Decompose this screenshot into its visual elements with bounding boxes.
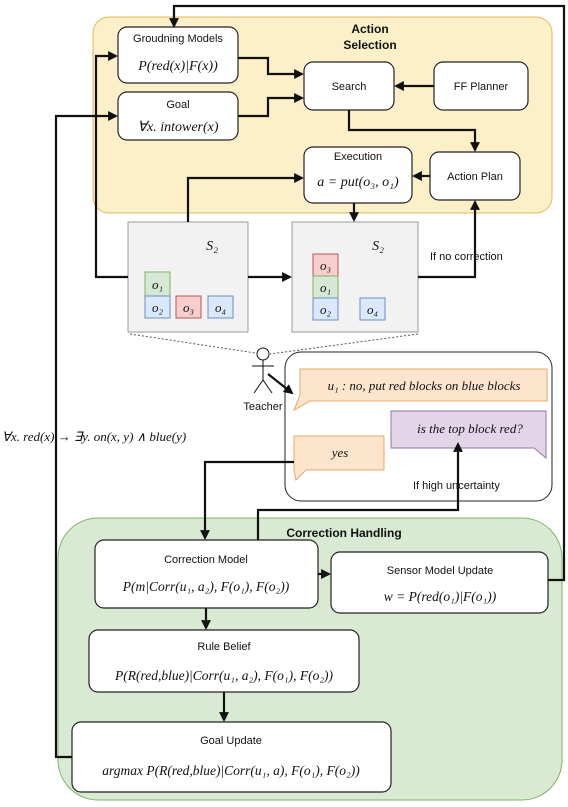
block-o3-before	[175, 295, 202, 319]
state-after-label: S₂	[372, 239, 384, 254]
search-label: Search	[332, 81, 367, 93]
teacher-icon	[252, 347, 274, 394]
arrow-sensor-to-grounding	[169, 4, 566, 582]
grounding-models-formula: P(red(x)|F(x))	[137, 59, 218, 74]
teacher-label: Teacher	[243, 401, 282, 413]
side-rule-formula: ∀x. red(x) → ∃y. on(x, y) ∧ blue(y)	[2, 429, 186, 444]
execution-title: Execution	[334, 151, 382, 163]
goal-title: Goal	[166, 99, 189, 111]
correction-model-formula: P(m|Corr(u₁, a₂), F(o₁), F(o₂))	[122, 579, 290, 594]
execution-formula: a = put(o₃, o₁)	[317, 175, 399, 190]
utterance-text: u₁ : no, put red blocks on blue blocks	[328, 378, 521, 393]
sensor-update-box[interactable]	[330, 551, 549, 614]
block-o2-before-label: o₂	[152, 300, 164, 315]
question-bubble	[390, 410, 547, 460]
block-o2-after-label: o₂	[320, 302, 332, 317]
high-uncertainty-label: If high uncertainty	[413, 480, 500, 492]
action-selection-title: Action	[351, 22, 388, 36]
block-o1-before-label: o₁	[152, 277, 163, 292]
arrow-teacher-to-utterance	[267, 373, 294, 395]
arrow-no-correction	[418, 200, 480, 279]
goal-formula: ∀x. intower(x)	[137, 120, 218, 135]
goal-update-box[interactable]	[71, 721, 392, 793]
rule-belief-title: Rule Belief	[197, 641, 251, 653]
arrow-grounding-to-search	[238, 56, 304, 79]
action-selection-subtitle: Selection	[343, 38, 396, 52]
teacher-link-left	[129, 333, 263, 355]
execution-box[interactable]	[303, 146, 413, 204]
correction-handling-title: Correction Handling	[286, 526, 401, 540]
answer-text: yes	[330, 445, 349, 460]
utterance-bubble	[293, 368, 548, 412]
block-o4-after-label: o₄	[367, 302, 379, 317]
rule-belief-formula: P(R(red,blue)|Corr(u₁, a₂), F(o₁), F(o₂)…	[114, 668, 334, 683]
question-text: is the top block red?	[417, 421, 523, 436]
goal-update-formula: argmax P(R(red,blue)|Corr(u₁, a), F(o₁),…	[102, 763, 360, 778]
arrow-answer-to-correction	[200, 460, 294, 540]
block-o2-before	[144, 295, 171, 319]
sensor-update-formula: w = P(red(o₁)|F(o₁))	[384, 589, 497, 604]
block-o2-after	[312, 297, 339, 321]
correction-model-box[interactable]	[94, 539, 319, 609]
block-o3-after-label: o₃	[320, 258, 331, 273]
correction-model-title: Correction Model	[164, 554, 248, 566]
arrow-state-to-execution	[186, 173, 304, 222]
grounding-models-title: Groudning Models	[133, 33, 223, 45]
arrow-search-to-plan	[347, 110, 480, 152]
block-o1-after-label: o₁	[320, 280, 331, 295]
arrow-goal-to-search	[238, 93, 304, 118]
ff-planner-label: FF Planner	[454, 81, 509, 93]
block-o4-after	[359, 297, 386, 321]
state-before-label: S₂	[206, 239, 218, 254]
arrow-uncertainty-to-question	[256, 442, 463, 540]
state-after-panel	[291, 221, 419, 333]
sensor-update-title: Sensor Model Update	[387, 565, 493, 577]
no-correction-label: If no correction	[430, 251, 503, 263]
block-o4-before	[207, 295, 234, 319]
teacher-link-right	[269, 333, 419, 355]
goal-update-title: Goal Update	[200, 735, 262, 747]
arrow-goal-update-to-goal	[54, 111, 118, 759]
block-o3-before-label: o₃	[183, 300, 194, 315]
arrow-state-to-grounding	[94, 51, 128, 279]
action-plan-label: Action Plan	[447, 171, 503, 183]
block-o4-before-label: o₄	[215, 300, 227, 315]
answer-bubble	[293, 435, 385, 482]
